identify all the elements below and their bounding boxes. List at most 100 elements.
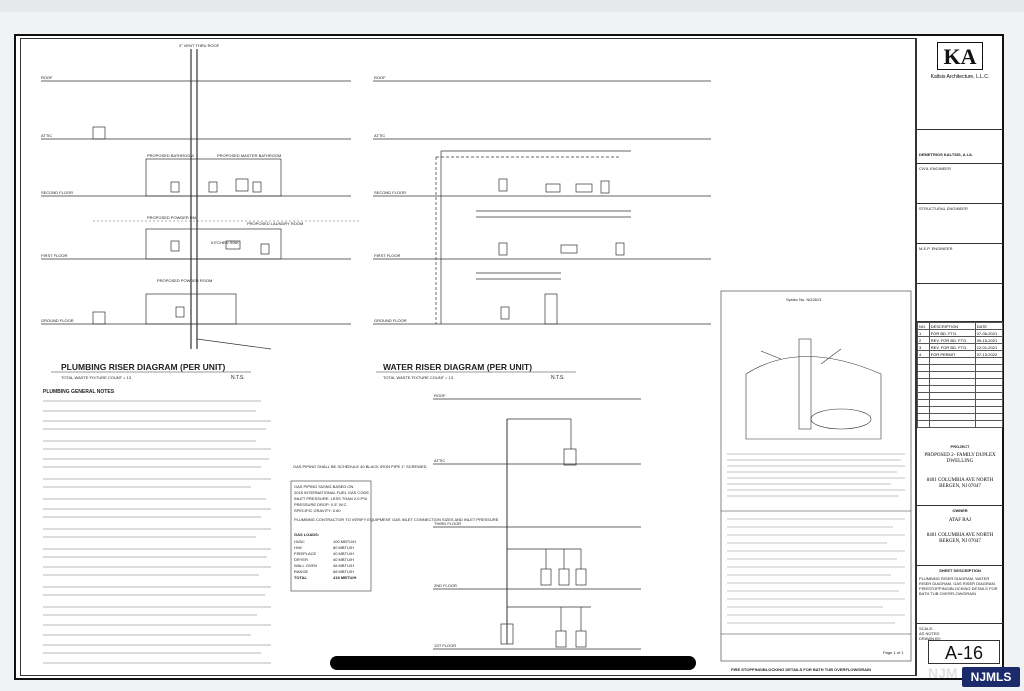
fixture-label: PROPOSED POWDER ROOM bbox=[157, 278, 212, 283]
gas-riser-diagram bbox=[433, 398, 641, 650]
rev-header: NO. bbox=[917, 322, 930, 330]
scale-label: SCALE: bbox=[919, 626, 934, 631]
gas-floor-attic: ATTIC bbox=[434, 458, 445, 463]
vent-label: 3" VENT THRU ROOF bbox=[179, 43, 220, 48]
top-strip bbox=[0, 0, 1024, 12]
owner-label: OWNER bbox=[952, 508, 968, 513]
firm-address-cell bbox=[917, 84, 1003, 130]
gas-sizing-line: GAS PIPING SIZING BASED ON bbox=[294, 484, 353, 489]
fixture-label: PROPOSED LAUNDRY ROOM bbox=[247, 221, 303, 226]
gas-load-name: H/W bbox=[294, 545, 302, 550]
firm-logo: KA bbox=[937, 42, 983, 70]
rev-desc: FOR PERMIT bbox=[928, 350, 976, 358]
architect-cell: DEMETRIOS KALTSIS, A.I.A. bbox=[917, 130, 1003, 164]
owner-name: ATAF RAJ bbox=[948, 518, 972, 523]
structural-label: STRUCTURAL ENGINEER bbox=[919, 206, 968, 211]
water-floor-ground: GROUND FLOOR bbox=[374, 318, 407, 323]
gas-load-value: 68 MBTU/H bbox=[333, 569, 354, 574]
gas-load-name: RANGE bbox=[294, 569, 309, 574]
plumbing-riser-diagram bbox=[41, 49, 361, 350]
plumbing-floor-labels: ROOF ATTIC SECOND FLOOR FIRST FLOOR GROU… bbox=[41, 43, 303, 323]
plumbing-floor-second: SECOND FLOOR bbox=[41, 190, 73, 195]
gas-sizing-line: PRESSURE DROP: 0.5" W.C. bbox=[294, 502, 348, 507]
gas-load-value: 80 MBTU/H bbox=[333, 545, 354, 550]
notes-text-lines bbox=[43, 400, 271, 664]
mls-watermark: NJM NJMLS bbox=[926, 653, 1024, 691]
gas-load-name: HVAC bbox=[294, 539, 305, 544]
fixture-label: PROPOSED POWDER RM bbox=[147, 215, 196, 220]
gas-floor-labels: ROOF ATTIC THIRD FLOOR 2ND FLOOR 1ST FLO… bbox=[434, 393, 461, 648]
plumbing-floor-first: FIRST FLOOR bbox=[41, 253, 67, 258]
drawn-label: DRAWN BY: bbox=[919, 636, 942, 641]
sheet-description-cell: SHEET DESCRIPTION PLUMBING RISER DIAGRAM… bbox=[917, 566, 1003, 624]
rev-no: 2 bbox=[917, 336, 930, 344]
rev-header: DATE bbox=[974, 322, 1004, 330]
water-floor-attic: ATTIC bbox=[374, 133, 385, 138]
watermark-badge: NJMLS bbox=[962, 667, 1020, 687]
plumbing-floor-attic: ATTIC bbox=[41, 133, 52, 138]
detail-header: Systec No. NG2813 bbox=[786, 297, 822, 302]
owner-cell: OWNER bbox=[917, 506, 1003, 566]
gas-load-name: FIREPLACE bbox=[294, 551, 317, 556]
sheet-number: A-16 bbox=[928, 640, 1000, 664]
architect-name: DEMETRIOS KALTSIS, A.I.A. bbox=[919, 152, 974, 157]
gas-load-value: 40 MBTU/H bbox=[333, 557, 354, 562]
title-block: KA Kaltsis Architecture, L.L.C. DEMETRIO… bbox=[916, 38, 1004, 676]
watermark-logo: NJM bbox=[928, 665, 958, 681]
rev-no: 4 bbox=[917, 350, 930, 358]
water-floor-labels: ROOF ATTIC SECOND FLOOR FIRST FLOOR GROU… bbox=[374, 75, 407, 323]
project-address: 8401 COLUMBIA AVE NORTH BERGEN, NJ 07047 bbox=[926, 478, 994, 489]
water-floor-first: FIRST FLOOR bbox=[374, 253, 400, 258]
drawing-sheet: ROOF ATTIC SECOND FLOOR FIRST FLOOR GROU… bbox=[14, 34, 1004, 680]
water-floor-second: SECOND FLOOR bbox=[374, 190, 406, 195]
gas-load-value: 48 MBTU/H bbox=[333, 563, 354, 568]
rev-date: 09-15-2021 bbox=[974, 336, 1004, 344]
water-floor-roof: ROOF bbox=[374, 75, 386, 80]
disclaimer-cell bbox=[917, 284, 1003, 322]
firm-name: Kaltsis Architecture, L.L.C. bbox=[930, 74, 990, 80]
gas-floor-first: 1ST FLOOR bbox=[434, 643, 456, 648]
plumbing-subtitle: TOTAL WASTE FIXTURE COUNT = 13 bbox=[61, 375, 132, 380]
gas-sizing-line: 2018 INTERNATIONAL FUEL GAS CODE bbox=[294, 490, 369, 495]
scale-value: AS NOTED bbox=[919, 631, 940, 636]
plumbing-floor-roof: ROOF bbox=[41, 75, 53, 80]
rev-date: 07-06-2021 bbox=[974, 329, 1004, 337]
detail-caption: FIRE STOPPING/BLOCKING DETAILS FOR BATH … bbox=[731, 667, 871, 672]
gas-contractor-note: PLUMBING CONTRACTOR TO VERIFY EQUIPMENT … bbox=[294, 517, 499, 522]
gas-floor-roof: ROOF bbox=[434, 393, 446, 398]
gas-loads-title: GAS LOADS: bbox=[294, 532, 319, 537]
rev-desc: FOR BD. FTG. bbox=[928, 329, 976, 337]
firestop-detail bbox=[720, 290, 912, 662]
rev-no: 1 bbox=[917, 329, 930, 337]
gas-load-value: 100 MBTU/H bbox=[333, 539, 356, 544]
owner-address: 8401 COLUMBIA AVE NORTH BERGEN, NJ 07047 bbox=[926, 533, 994, 544]
detail-page: Page 1 of 1 bbox=[883, 650, 904, 655]
gas-load-value: 40 MBTU/H bbox=[333, 551, 354, 556]
water-subtitle: TOTAL WASTE FIXTURE COUNT = 13 bbox=[383, 375, 454, 380]
gas-sizing-line: SPECIFIC GRAVITY: 0.60 bbox=[294, 508, 341, 513]
gas-load-name: DRYER bbox=[294, 557, 308, 562]
plumbing-floor-ground: GROUND FLOOR bbox=[41, 318, 74, 323]
project-cell: PROJECT bbox=[917, 442, 1003, 506]
drawing-area: ROOF ATTIC SECOND FLOOR FIRST FLOOR GROU… bbox=[20, 38, 916, 676]
project-label: PROJECT bbox=[950, 444, 970, 449]
gas-floor-second: 2ND FLOOR bbox=[434, 583, 457, 588]
project-name: PROPOSED 2- FAMILY DUPLEX DWELLING bbox=[924, 453, 996, 464]
mep-cell: M.E.P. ENGINEER bbox=[917, 244, 1003, 284]
media-scrubber-bar[interactable] bbox=[330, 656, 696, 670]
rev-desc: REV. FOR BD. FTG. bbox=[928, 343, 976, 351]
plumbing-title: PLUMBING RISER DIAGRAM (PER UNIT) bbox=[61, 362, 226, 372]
sheet-desc: PLUMBING RISER DIAGRAM, WATER RISER DIAG… bbox=[919, 576, 998, 596]
gas-sizing-line: INLET PRESSURE: LESS THAN 2.0 PSI bbox=[294, 496, 367, 501]
plumbing-scale: N.T.S. bbox=[231, 375, 245, 381]
rev-date: 12-01-2021 bbox=[974, 343, 1004, 351]
gas-load-value: 418 MBTU/H bbox=[333, 575, 356, 580]
gas-notes-box bbox=[290, 480, 372, 592]
riser-diagrams: ROOF ATTIC SECOND FLOOR FIRST FLOOR GROU… bbox=[41, 43, 912, 672]
revision-header-row: NO. DESCRIPTION DATE bbox=[917, 322, 1004, 330]
rev-no: 3 bbox=[917, 343, 930, 351]
civil-cell: CIVIL ENGINEER bbox=[917, 164, 1003, 204]
